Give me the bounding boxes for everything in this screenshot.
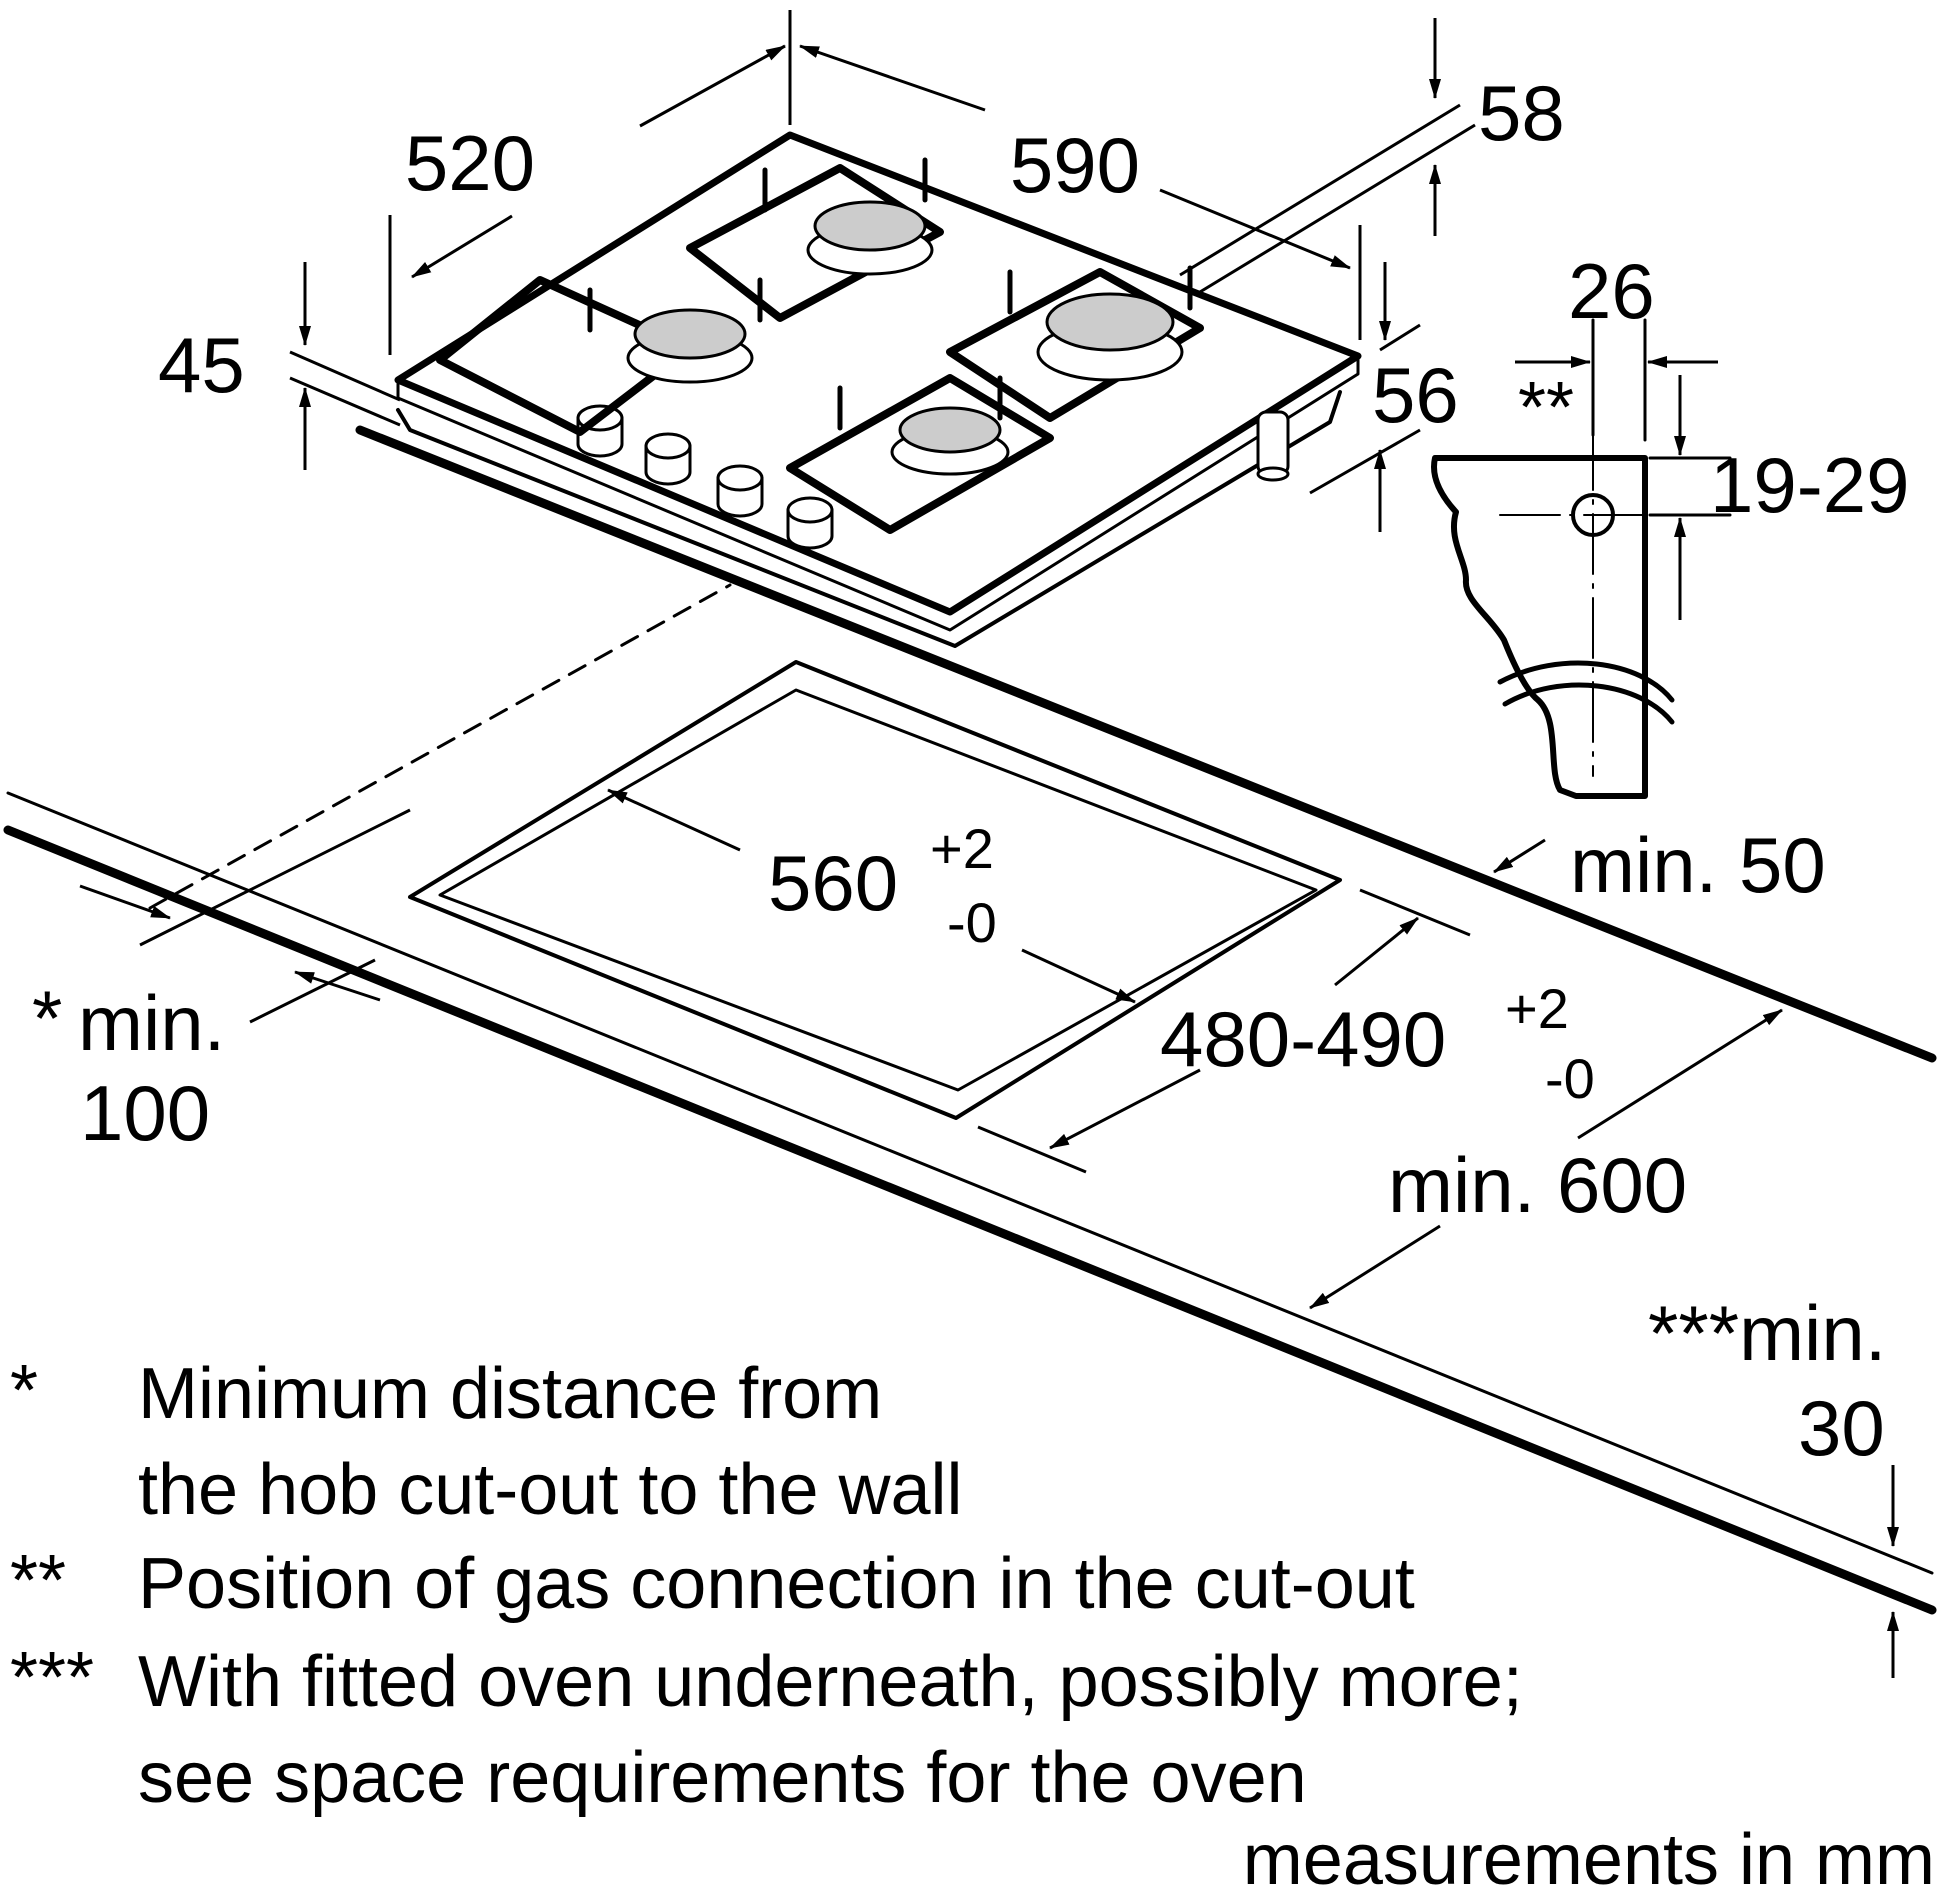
footnote-text: see space requirements for the oven <box>138 1738 1307 1818</box>
pan-support <box>786 374 1054 534</box>
footnote-text: Position of gas connection in the cut-ou… <box>138 1544 1415 1624</box>
dim-tolerance-560-minus: -0 <box>947 891 997 954</box>
dim-label-480-490: 480-490 <box>1160 995 1446 1083</box>
section-break-line <box>1497 660 1675 703</box>
hob-glass-thickness <box>396 354 1360 632</box>
dim-label-min-100-marker: * <box>32 974 62 1062</box>
dim-label-56: 56 <box>1372 351 1459 439</box>
hob-projection-dashed-line <box>148 583 732 910</box>
gas-connection-section <box>1431 318 1732 799</box>
dimension-labels: 520 590 58 45 56 26 ** 19-29 min. 50 min… <box>32 69 1910 1472</box>
dim-line-520 <box>411 214 513 279</box>
footnote-wall-distance: * Minimum distance from the hob cut-out … <box>10 1351 963 1530</box>
hob-foot <box>1256 410 1290 482</box>
control-knob[interactable] <box>644 432 692 486</box>
footnote-text: Minimum distance from <box>138 1354 882 1434</box>
footnote-marker: *** <box>10 1638 94 1718</box>
footnote-oven: *** With fitted oven underneath, possibl… <box>10 1638 1523 1818</box>
dim-label-26: 26 <box>1568 247 1655 335</box>
dim-line-480-490 <box>1049 1068 1201 1150</box>
dim-label-58: 58 <box>1478 69 1565 157</box>
footnote-marker: * <box>10 1351 38 1431</box>
dim-line-560 <box>607 788 741 852</box>
footnote-marker: ** <box>10 1541 66 1621</box>
dim-line-590 <box>799 44 986 112</box>
dim-label-560: 560 <box>768 839 898 927</box>
dim-label-min-600: min. 600 <box>1388 1141 1687 1229</box>
units-note: measurements in mm <box>1243 1820 1935 1897</box>
dimension-lines <box>79 10 1899 1678</box>
pan-support-posts <box>587 157 1193 431</box>
dim-label-520: 520 <box>405 119 535 207</box>
dim-line-min-100 <box>294 970 381 1002</box>
dim-label-45: 45 <box>158 321 245 409</box>
dim-line-520 <box>639 44 786 128</box>
worktop <box>3 425 1937 1615</box>
dim-line-480-490 <box>1334 916 1419 987</box>
dim-label-min-50: min. 50 <box>1570 821 1826 909</box>
dim-label-min-100-line2: 100 <box>80 1069 210 1157</box>
section-break-line <box>1502 682 1675 725</box>
cutout-outer-edge <box>408 660 1342 1120</box>
dim-label-min-100-line1: min. <box>78 979 225 1067</box>
cutout-inner-edge <box>438 688 1318 1092</box>
gas-marker: ** <box>1518 368 1574 448</box>
footnotes: * Minimum distance from the hob cut-out … <box>10 1351 1935 1897</box>
dim-label-min-30-line2: 30 <box>1798 1384 1885 1472</box>
dim-label-min-30-line1: ***min. <box>1648 1289 1886 1377</box>
control-knob[interactable] <box>786 496 834 550</box>
control-knobs <box>576 404 834 550</box>
footnote-text: With fitted oven underneath, possibly mo… <box>138 1642 1523 1722</box>
burner-front-left <box>626 308 754 384</box>
worktop-front-top-edge <box>6 791 1934 1575</box>
dim-tolerance-480-490-minus: -0 <box>1545 1047 1595 1110</box>
dim-line-min-600 <box>1309 1224 1441 1310</box>
worktop-rear-edge <box>355 425 1937 1063</box>
burner-rear-right <box>1036 292 1184 382</box>
worktop-front-bottom-edge <box>3 825 1937 1615</box>
dim-label-19-29: 19-29 <box>1710 441 1910 529</box>
dim-label-590: 590 <box>1010 121 1140 209</box>
hob <box>394 131 1362 648</box>
dim-line-min-100 <box>79 884 171 920</box>
cutout <box>408 660 1342 1120</box>
dim-line-min-600 <box>1577 1008 1783 1140</box>
burners <box>626 200 1184 476</box>
footnote-text: the hob cut-out to the wall <box>138 1450 963 1530</box>
dim-line-min-50 <box>1493 838 1546 874</box>
dim-tolerance-560-plus: +2 <box>930 817 994 880</box>
dim-line-560 <box>1021 948 1136 1004</box>
pan-support <box>686 164 944 322</box>
dim-tolerance-480-490-plus: +2 <box>1505 977 1569 1040</box>
burner-rear-left <box>806 200 934 276</box>
control-knob[interactable] <box>716 464 764 518</box>
burner-front-right <box>890 406 1010 476</box>
footnote-gas-connection: ** Position of gas connection in the cut… <box>10 1541 1415 1624</box>
pan-support <box>946 268 1204 422</box>
pan-supports <box>436 164 1204 534</box>
